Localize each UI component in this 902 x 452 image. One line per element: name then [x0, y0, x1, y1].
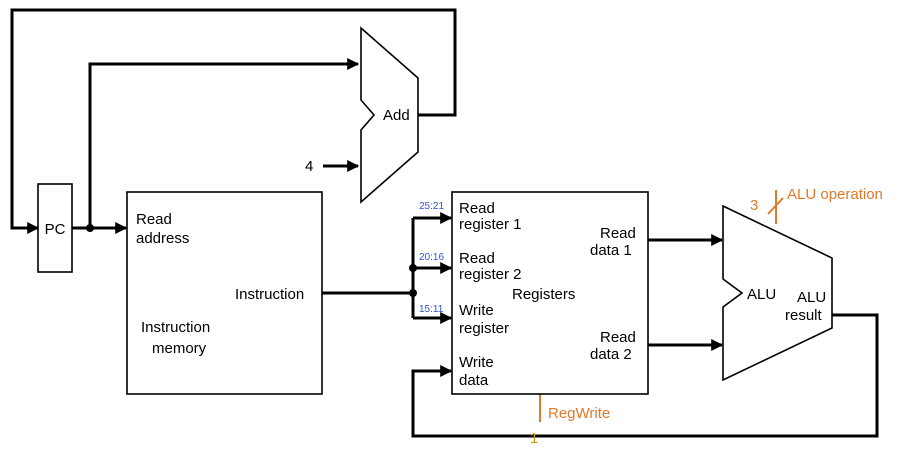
alu-operation-label: ALU operation	[787, 186, 883, 203]
write-register-label: Write	[459, 302, 494, 319]
junction-dot	[86, 224, 94, 232]
alu-block	[722, 204, 833, 382]
read-data-2-label: Read	[600, 329, 636, 346]
alu-result-label: ALU	[797, 289, 826, 306]
bitfield-rd-label: 15:11	[419, 304, 444, 315]
junction-dot	[409, 264, 417, 272]
read-address-label: Read	[136, 211, 172, 228]
regwrite-label: RegWrite	[548, 405, 610, 422]
wire-alu-result-writeback	[411, 313, 879, 438]
regwrite-value: 1	[530, 430, 538, 447]
pc-register	[37, 183, 73, 273]
read-register-1-label: register 1	[459, 216, 522, 233]
bus-width-slash	[767, 197, 784, 215]
write-register-label: register	[459, 320, 509, 337]
read-register-2-label: register 2	[459, 266, 522, 283]
bitfield-rs-label: 25:21	[419, 201, 444, 212]
instruction-output-label: Instruction	[235, 286, 304, 303]
alu-result-label: result	[785, 307, 823, 324]
alu-label: ALU	[747, 286, 776, 303]
alu-operation-width: 3	[750, 197, 758, 214]
adder-block	[360, 26, 419, 204]
wire-add-to-pc	[10, 8, 457, 234]
read-data-2-label: data 2	[590, 346, 632, 363]
bitfield-rt-label: 20:16	[419, 252, 444, 263]
registers-name: Registers	[512, 286, 575, 303]
write-data-label: Write	[459, 354, 494, 371]
read-address-label: address	[136, 230, 189, 247]
write-data-label: data	[459, 372, 489, 389]
instruction-memory-name: memory	[152, 340, 207, 357]
register-file-block	[451, 191, 649, 395]
read-data-1-label: Read	[600, 225, 636, 242]
adder-label: Add	[383, 107, 410, 124]
junction-dot	[409, 289, 417, 297]
wire-pc-to-adder	[88, 58, 360, 228]
read-register-2-label: Read	[459, 250, 495, 267]
instruction-memory-block	[126, 191, 323, 395]
const-4-label: 4	[305, 158, 313, 175]
pc-label: PC	[45, 221, 66, 238]
read-data-1-label: data 1	[590, 242, 632, 259]
read-register-1-label: Read	[459, 200, 495, 217]
instruction-memory-name: Instruction	[141, 319, 210, 336]
